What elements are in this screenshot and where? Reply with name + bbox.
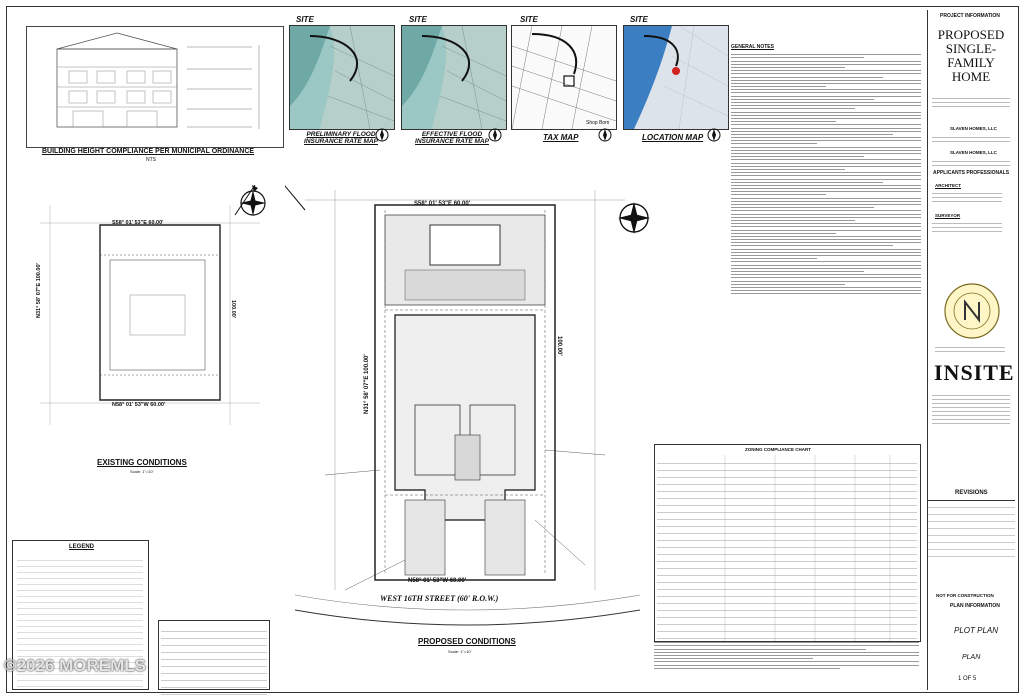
general-notes-title: GENERAL NOTES (731, 44, 774, 50)
project-title: PROPOSED SINGLE- FAMILY HOME (937, 27, 1005, 84)
north-arrow-icon (240, 190, 266, 216)
tax-map (511, 25, 617, 130)
existing-conditions-plan (30, 184, 270, 445)
proposed-bearing-top: S58° 01' 53"E 60.00' (414, 201, 471, 207)
project-information-label: PROJECT INFORMATION (940, 13, 1000, 19)
surveyor-label: SURVEYOR (935, 213, 961, 218)
tax-map-note: Shop Bom (586, 120, 610, 126)
revisions-label: REVISIONS (955, 490, 988, 496)
seal-lines (935, 344, 1005, 355)
map-4-site-label: SITE (630, 15, 648, 24)
north-arrow-icon (618, 202, 650, 234)
map-3-site-label: SITE (520, 15, 538, 24)
existing-conditions-title: EXISTING CONDITIONS (97, 458, 187, 467)
owner-address-lines (932, 134, 1010, 145)
watermark: ©2026 MOREMLS (4, 656, 146, 675)
address-lines (932, 95, 1010, 110)
proposed-bearing-left: N31° 58' 07"E 100.00' (364, 354, 370, 414)
tax-map-caption: TAX MAP (543, 133, 579, 142)
map-1-site-label: SITE (296, 15, 314, 24)
revisions-table (928, 500, 1015, 563)
applicant-name: SLAVEN HOMES, LLC (950, 150, 997, 155)
lot-coverage-table (158, 620, 270, 695)
map-2-site-label: SITE (409, 15, 427, 24)
plan-information-label: PLAN INFORMATION (950, 603, 1000, 609)
sheet-number: 1 OF 5 (958, 676, 977, 682)
owner-name: SLAVEN HOMES, LLC (950, 126, 997, 131)
north-arrow-icon (488, 128, 502, 142)
zoning-table: ZONING COMPLIANCE CHART (654, 444, 921, 653)
engineer-seal (944, 283, 1000, 339)
location-map (623, 25, 729, 130)
north-arrow-icon (375, 128, 389, 142)
proposed-conditions-plan (279, 170, 650, 640)
existing-bearing-top: S58° 01' 53"E 60.00' (112, 220, 164, 226)
proposed-conditions-title: PROPOSED CONDITIONS (418, 637, 516, 646)
sheet-border (6, 6, 1019, 693)
location-map-caption: LOCATION MAP (642, 133, 704, 142)
not-for-construction: NOT FOR CONSTRUCTION (936, 593, 994, 598)
zoning-notes (654, 640, 919, 686)
north-arrow-icon (598, 128, 612, 142)
height-elevation-box (26, 26, 284, 148)
legend-box: LEGEND (12, 540, 149, 690)
title-block (927, 10, 1017, 690)
height-compliance-sub: NTS (146, 157, 156, 163)
preliminary-flood-map (289, 25, 395, 130)
effective-flood-caption: EFFECTIVE FLOOD INSURANCE RATE MAP (415, 131, 489, 145)
applicant-address-lines (932, 158, 1010, 169)
general-notes-text (731, 52, 921, 430)
firm-logo: INSITE (934, 360, 1015, 385)
existing-scale: Scale: 1"=10' (130, 469, 154, 474)
house-elevation-drawing (56, 32, 260, 129)
proposed-dim-right: 100.00' (556, 336, 562, 356)
legend-rows (17, 555, 143, 687)
existing-dim-right: 100.00' (230, 300, 236, 319)
existing-bearing-bottom: N58° 01' 53"W 60.00' (112, 402, 166, 408)
legend-title: LEGEND (69, 544, 95, 550)
height-compliance-title: BUILDING HEIGHT COMPLIANCE PER MUNICIPAL… (42, 148, 255, 155)
street-label: WEST 16TH STREET (60' R.O.W.) (380, 594, 499, 603)
proposed-scale: Scale: 1"=10' (448, 649, 472, 654)
sheet-title: PLOT PLAN (954, 626, 999, 635)
architect-label: ARCHITECT (935, 183, 961, 188)
surveyor-lines (932, 220, 1002, 235)
sheet-sub: PLAN (962, 654, 981, 661)
proposed-bearing-bottom: N58° 01' 53"W 60.00' (408, 578, 467, 584)
effective-flood-map (401, 25, 507, 130)
preliminary-flood-caption: PRELIMINARY FLOOD INSURANCE RATE MAP (304, 131, 378, 145)
existing-bearing-left: N31° 58' 07"E 100.00' (36, 263, 42, 318)
architect-lines (932, 190, 1002, 205)
applicants-professionals-label: APPLICANTS PROFESSIONALS (933, 170, 1010, 176)
zoning-table-title: ZONING COMPLIANCE CHART (745, 447, 811, 452)
firm-address-lines (932, 392, 1010, 427)
north-arrow-icon (707, 128, 721, 142)
